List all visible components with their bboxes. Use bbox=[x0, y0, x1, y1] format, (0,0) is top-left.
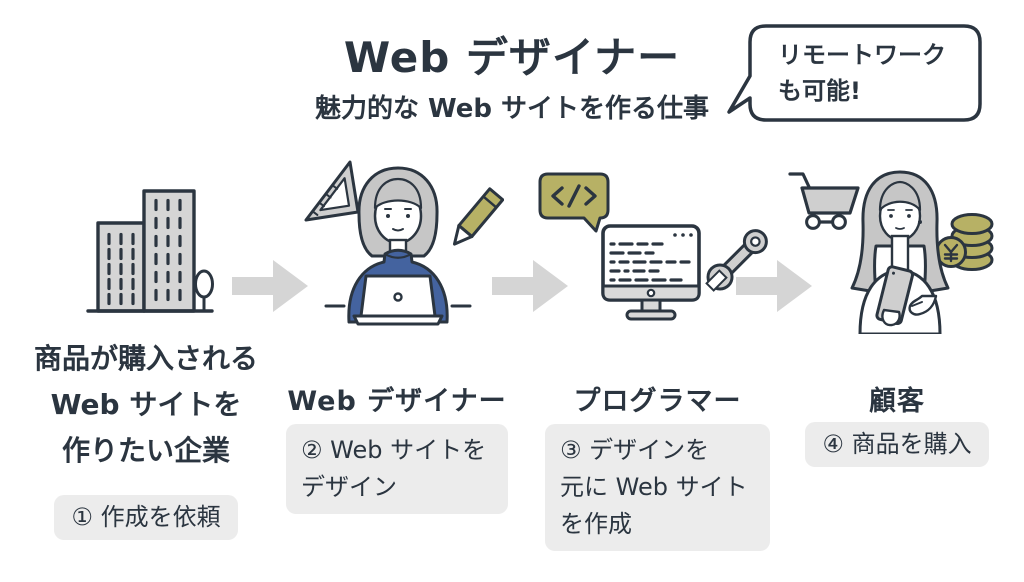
bubble-line-2: も可能! bbox=[778, 77, 861, 105]
page-title: Web デザイナー bbox=[343, 33, 681, 82]
remote-work-bubble-text: リモートワーク も可能! bbox=[778, 37, 946, 109]
page-subtitle: 魅力的な Web サイトを作る仕事 bbox=[314, 94, 710, 124]
step-1-badge-wrap: ① 作成を依頼 bbox=[0, 495, 292, 540]
company-label-line-2: Web サイトを bbox=[50, 388, 242, 421]
step-1-badge: ① 作成を依頼 bbox=[54, 495, 238, 540]
step-4-badge-wrap: ④ 商品を購入 bbox=[790, 422, 1004, 467]
office-building-icon bbox=[84, 176, 216, 318]
step-3-badge-line-1: ③ デザインを bbox=[560, 436, 710, 464]
step-2-badge-line-1: ② Web サイトを bbox=[301, 436, 487, 464]
step-2-badge: ② Web サイトを デザイン bbox=[286, 424, 508, 514]
programmer-heading: プログラマー bbox=[573, 386, 742, 417]
company-label: 商品が購入される Web サイトを 作りたい企業 bbox=[0, 336, 292, 474]
bubble-line-1: リモートワーク bbox=[778, 41, 946, 69]
remote-work-speech-bubble: リモートワーク も可能! bbox=[726, 22, 988, 128]
company-label-line-1: 商品が購入される bbox=[33, 342, 258, 375]
step-4-badge: ④ 商品を購入 bbox=[805, 422, 989, 467]
customer-shopping-icon bbox=[784, 160, 1016, 334]
coding-monitor-icon bbox=[532, 162, 768, 324]
designer-at-laptop-icon bbox=[292, 156, 504, 326]
step-3-badge-line-2: 元に Web サイト bbox=[560, 473, 748, 501]
company-label-line-3: 作りたい企業 bbox=[61, 434, 230, 467]
step-2-badge-line-2: デザイン bbox=[301, 473, 397, 501]
speech-bubble-outline-icon bbox=[727, 24, 982, 122]
web-designer-heading: Web デザイナー bbox=[287, 386, 507, 417]
customer-heading: 顧客 bbox=[869, 386, 925, 417]
step-3-badge: ③ デザインを 元に Web サイト を作成 bbox=[545, 424, 770, 551]
step-3-badge-line-3: を作成 bbox=[560, 510, 632, 538]
